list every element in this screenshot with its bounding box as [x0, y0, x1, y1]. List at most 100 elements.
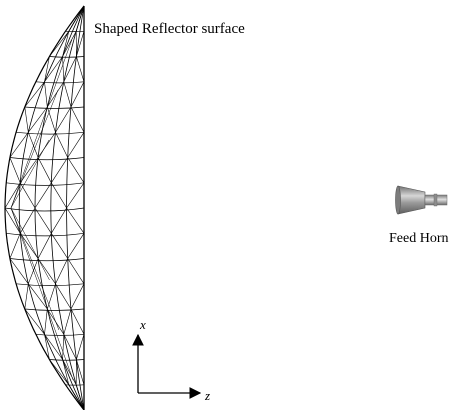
reflector-diagonal [67, 157, 85, 183]
reflector-diagonal [63, 81, 72, 108]
reflector-ring [16, 131, 85, 135]
reflector-diagonal [44, 56, 50, 82]
reflector-diagonal [76, 359, 85, 385]
reflector-diagonal [37, 132, 56, 158]
reflector-ring [24, 106, 85, 109]
reflector-diagonal [76, 31, 85, 57]
reflector-ring [24, 308, 85, 311]
reflector-diagonal [68, 5, 85, 32]
reflector-mesh [4, 5, 85, 410]
reflector-label: Shaped Reflector surface [94, 21, 245, 37]
reflector-ring [49, 56, 85, 58]
reflector-diagonal [24, 283, 29, 310]
reflector-ring [9, 157, 85, 161]
reflector-diagonal [28, 258, 39, 284]
reflector-diagonal [24, 106, 29, 133]
reflector-ring [6, 182, 85, 186]
reflector-diagonal [9, 258, 29, 284]
reflector-strand [10, 207, 74, 381]
z-axis-label: z [205, 388, 211, 403]
feed-horn-label: Feed Horn [389, 231, 449, 246]
reflector-diagonal [24, 308, 45, 335]
reflector-diagonal [47, 283, 56, 310]
reflector-strand [10, 39, 73, 209]
reflector-diagonal [9, 132, 29, 158]
reflector-diagonal [63, 334, 77, 360]
reflector-ring [16, 283, 85, 286]
reflector-diagonal [9, 157, 21, 183]
reflector-diagonal [66, 207, 85, 234]
reflector-strand [10, 89, 59, 209]
reflector-diagonal [51, 182, 67, 209]
reflector-diagonal [67, 233, 85, 259]
reflector-ring [49, 359, 85, 361]
reflector-meridian [34, 5, 85, 410]
reflector-diagonal [62, 56, 65, 82]
reflector-diagonal [51, 157, 68, 183]
reflector-diagonal [28, 132, 39, 158]
reflector-meridian [66, 5, 85, 410]
reflector-meridian [18, 5, 85, 410]
reflector-diagonal [62, 334, 65, 360]
reflector-ring [35, 81, 85, 84]
reflector-diagonal [55, 132, 68, 158]
reflector-ring [6, 232, 85, 237]
reflector-diagonal [55, 258, 68, 284]
reflector-diagonal [49, 359, 70, 385]
reflector-diagonal [24, 81, 45, 108]
reflector-diagonal [19, 233, 39, 259]
reflector-diagonal [37, 157, 52, 183]
feed-horn-icon [395, 185, 448, 215]
reflector-diagonal [63, 56, 77, 82]
reflector-diagonal [34, 182, 52, 209]
axes-indicator [132, 333, 202, 399]
reflector-diagonal [28, 283, 48, 310]
reflector-diagonal [47, 106, 56, 133]
reflector-diagonal [55, 106, 72, 133]
reflector-diagonal [55, 283, 72, 310]
reflector-diagonal [66, 182, 85, 209]
reflector-diagonal [67, 258, 85, 284]
reflector-meridian [50, 5, 85, 410]
reflector-diagonal [19, 207, 36, 234]
reflector-diagonal [9, 233, 21, 259]
reflector-diagonal [44, 308, 48, 335]
reflector-diagonal [70, 81, 85, 108]
reflector-diagonal [70, 106, 85, 133]
reflector-diagonal [76, 56, 85, 82]
reflector-meridian [4, 5, 85, 410]
reflector-diagonal [63, 308, 72, 335]
reflector-diagonal [44, 334, 50, 360]
reflector-diagonal [70, 283, 85, 310]
reflector-diagonal [34, 207, 52, 234]
reflector-diagonal [68, 384, 85, 410]
reflector-diagonal [47, 81, 65, 108]
reflector-diagonal [4, 207, 21, 234]
reflector-diagonal [19, 182, 36, 209]
reflector-diagonal [75, 384, 85, 410]
reflector-diagonal [62, 359, 77, 385]
reflector-diagonal [51, 207, 67, 234]
reflector-diagonal [62, 31, 77, 57]
reflector-diagonal [19, 157, 39, 183]
reflector-diagonal [37, 233, 52, 259]
reflector-diagonal [76, 334, 85, 360]
reflector-diagonal [44, 334, 63, 360]
reflector-strand [10, 207, 60, 331]
reflector-diagonal [37, 258, 56, 284]
reflector-diagonal [70, 308, 85, 335]
reflector-diagonal [62, 359, 70, 385]
x-axis-label: x [140, 317, 146, 332]
reflector-diagonal [67, 132, 85, 158]
reflector-ring [35, 333, 85, 336]
reflector-diagonal [4, 182, 21, 209]
reflector-diagonal [75, 5, 85, 32]
reflector-diagonal [62, 31, 70, 57]
reflector-diagonal [49, 31, 70, 57]
reflector-ring [9, 258, 85, 262]
reflector-ring [4, 207, 85, 212]
reflector-strand [10, 207, 50, 281]
reflector-strand [10, 139, 50, 209]
